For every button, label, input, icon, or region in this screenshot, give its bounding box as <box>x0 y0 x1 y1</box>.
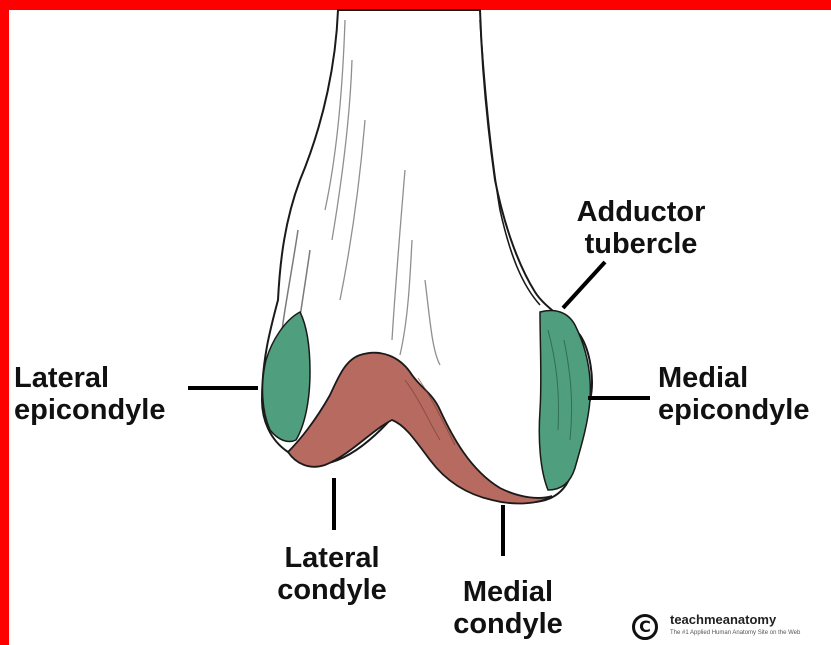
label-adductor-tubercle: Adductor tubercle <box>566 196 716 260</box>
medial-epicondyle-region <box>539 311 590 490</box>
label-lateral-epicondyle: Lateral epicondyle <box>14 362 166 426</box>
label-medial-condyle: Medial condyle <box>438 576 578 640</box>
copyright-icon: C <box>632 614 658 640</box>
brand-tagline: The #1 Applied Human Anatomy Site on the… <box>670 630 800 636</box>
brand-name: teachmeanatomy <box>670 612 776 627</box>
label-lateral-condyle: Lateral condyle <box>262 542 402 606</box>
leader-line-adductor-tubercle <box>563 262 605 308</box>
brand-watermark: C teachmeanatomy The #1 Applied Human An… <box>630 610 830 644</box>
label-medial-epicondyle: Medial epicondyle <box>658 362 810 426</box>
